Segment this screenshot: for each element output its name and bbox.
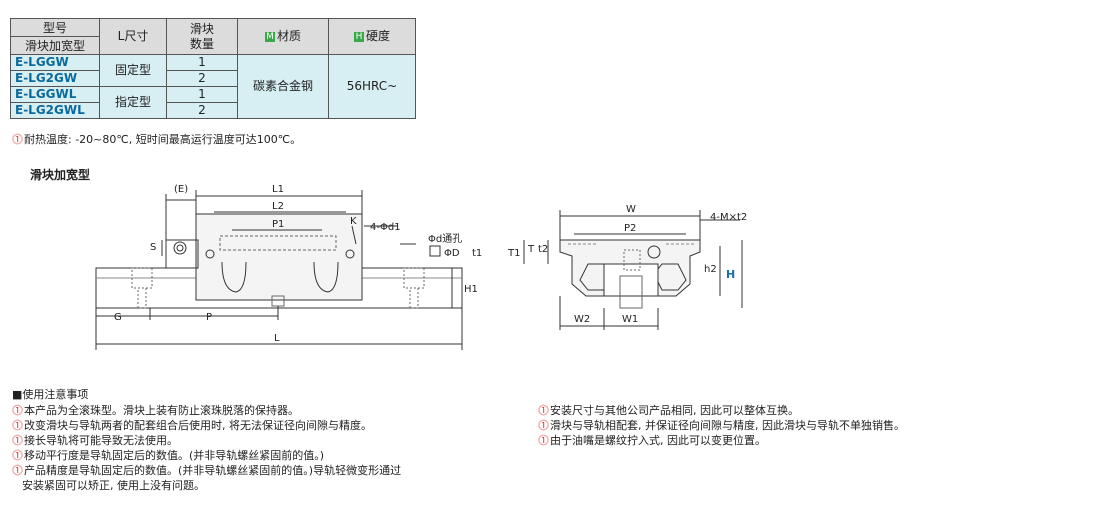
- note-text: 移动平行度是导轨固定后的数值。(并非导轨螺丝紧固前的值。): [24, 449, 325, 462]
- label-t2: t2: [538, 244, 548, 255]
- label-M-t2: 4-M×t2: [710, 212, 747, 223]
- heat-note: ⓵耐热温度: -20~80℃, 短时间最高运行温度可达100℃。: [12, 131, 301, 147]
- section-title: 滑块加宽型: [30, 168, 91, 182]
- usage-notes-title: ■使用注意事项: [12, 388, 89, 401]
- qty-cell: 2: [166, 70, 238, 87]
- label-S: S: [150, 242, 156, 253]
- note-text: 产品精度是导轨固定后的数值。(并非导轨螺丝紧固前的值。)导轨轻微变形通过: [24, 464, 402, 477]
- model-cell: E-LG2GW: [10, 70, 100, 87]
- label-L: L: [274, 333, 280, 344]
- header-block-qty: 滑块 数量: [166, 18, 238, 55]
- warning-icon: ⓵: [538, 404, 549, 417]
- label-H1: H1: [464, 284, 478, 295]
- label-K: K: [350, 216, 357, 227]
- note-text: 改变滑块与导轨两者的配套组合后使用时, 将无法保证径向间隙与精度。: [24, 419, 372, 432]
- header-model: 型号: [10, 18, 100, 37]
- note-text: 由于油嘴是螺纹拧入式, 因此可以变更位置。: [550, 434, 766, 447]
- note-left-2: ⓵接长导轨将可能导致无法使用。: [12, 432, 178, 448]
- warning-icon: ⓵: [12, 419, 23, 432]
- note-right-0: ⓵安装尺寸与其他公司产品相同, 因此可以整体互换。: [538, 402, 799, 418]
- header-block-qty-line2: 数量: [189, 36, 214, 51]
- label-d-thru: Φd通孔: [428, 233, 462, 245]
- label-W2: W2: [574, 314, 590, 325]
- warning-icon: ⓵: [12, 404, 23, 417]
- warning-icon: ⓵: [12, 449, 23, 462]
- note-text: 本产品为全滚珠型。滑块上装有防止滚珠脱落的保持器。: [24, 404, 299, 417]
- l-type-fixed: 固定型: [99, 54, 167, 87]
- warning-icon: ⓵: [12, 434, 23, 447]
- label-E: (E): [174, 184, 188, 195]
- label-P1: P1: [272, 219, 284, 230]
- header-hardness-label: 硬度: [365, 29, 390, 43]
- label-L1: L1: [272, 184, 284, 195]
- note-text: 安装紧固可以矫正, 使用上没有问题。: [22, 479, 205, 492]
- label-d1: 4-Φd1: [370, 222, 401, 233]
- hardness-value: 56HRC~: [328, 54, 416, 119]
- note-left-3: ⓵移动平行度是导轨固定后的数值。(并非导轨螺丝紧固前的值。): [12, 447, 324, 463]
- l-type-specified: 指定型: [99, 86, 167, 119]
- note-left-5: 安装紧固可以矫正, 使用上没有问题。: [22, 477, 205, 493]
- header-model-variant: 滑块加宽型: [10, 36, 100, 55]
- label-P2: P2: [624, 223, 636, 234]
- label-T1: T1: [507, 248, 520, 259]
- label-H: H: [726, 268, 735, 281]
- label-L2: L2: [272, 201, 284, 212]
- note-right-2: ⓵由于油嘴是螺纹拧入式, 因此可以变更位置。: [538, 432, 766, 448]
- header-material-label: 材质: [276, 29, 301, 43]
- model-cell: E-LGGW: [10, 54, 100, 71]
- label-D: ΦD: [444, 248, 460, 259]
- material-value: 碳素合金钢: [237, 54, 329, 119]
- warning-icon: ⓵: [538, 434, 549, 447]
- rail-front: [603, 263, 659, 297]
- qty-cell: 1: [166, 54, 238, 71]
- material-tag-icon: M: [264, 31, 275, 42]
- label-t1-depth: t1: [472, 248, 482, 259]
- hardness-tag-icon: H: [353, 31, 364, 42]
- note-left-4: ⓵产品精度是导轨固定后的数值。(并非导轨螺丝紧固前的值。)导轨轻微变形通过: [12, 462, 401, 478]
- label-W1: W1: [622, 314, 638, 325]
- model-cell: E-LG2GWL: [10, 102, 100, 119]
- label-h2: h2: [704, 264, 717, 275]
- warning-icon: ⓵: [12, 133, 23, 146]
- label-G: G: [114, 312, 122, 323]
- label-P: P: [206, 312, 212, 323]
- model-cell: E-LGGWL: [10, 86, 100, 103]
- label-W: W: [626, 204, 636, 215]
- warning-icon: ⓵: [538, 419, 549, 432]
- note-left-0: ⓵本产品为全滚珠型。滑块上装有防止滚珠脱落的保持器。: [12, 402, 299, 418]
- note-text: 滑块与导轨相配套, 并保证径向间隙与精度, 因此滑块与导轨不单独销售。: [550, 419, 905, 432]
- note-right-1: ⓵滑块与导轨相配套, 并保证径向间隙与精度, 因此滑块与导轨不单独销售。: [538, 417, 905, 433]
- label-T: T: [527, 244, 535, 255]
- note-text: 安装尺寸与其他公司产品相同, 因此可以整体互换。: [550, 404, 799, 417]
- header-block-qty-line1: 滑块: [189, 21, 214, 36]
- note-left-1: ⓵改变滑块与导轨两者的配套组合后使用时, 将无法保证径向间隙与精度。: [12, 417, 372, 433]
- warning-icon: ⓵: [12, 464, 23, 477]
- qty-cell: 2: [166, 102, 238, 119]
- note-text: 接长导轨将可能导致无法使用。: [24, 434, 178, 447]
- heat-note-text: 耐热温度: -20~80℃, 短时间最高运行温度可达100℃。: [24, 133, 302, 146]
